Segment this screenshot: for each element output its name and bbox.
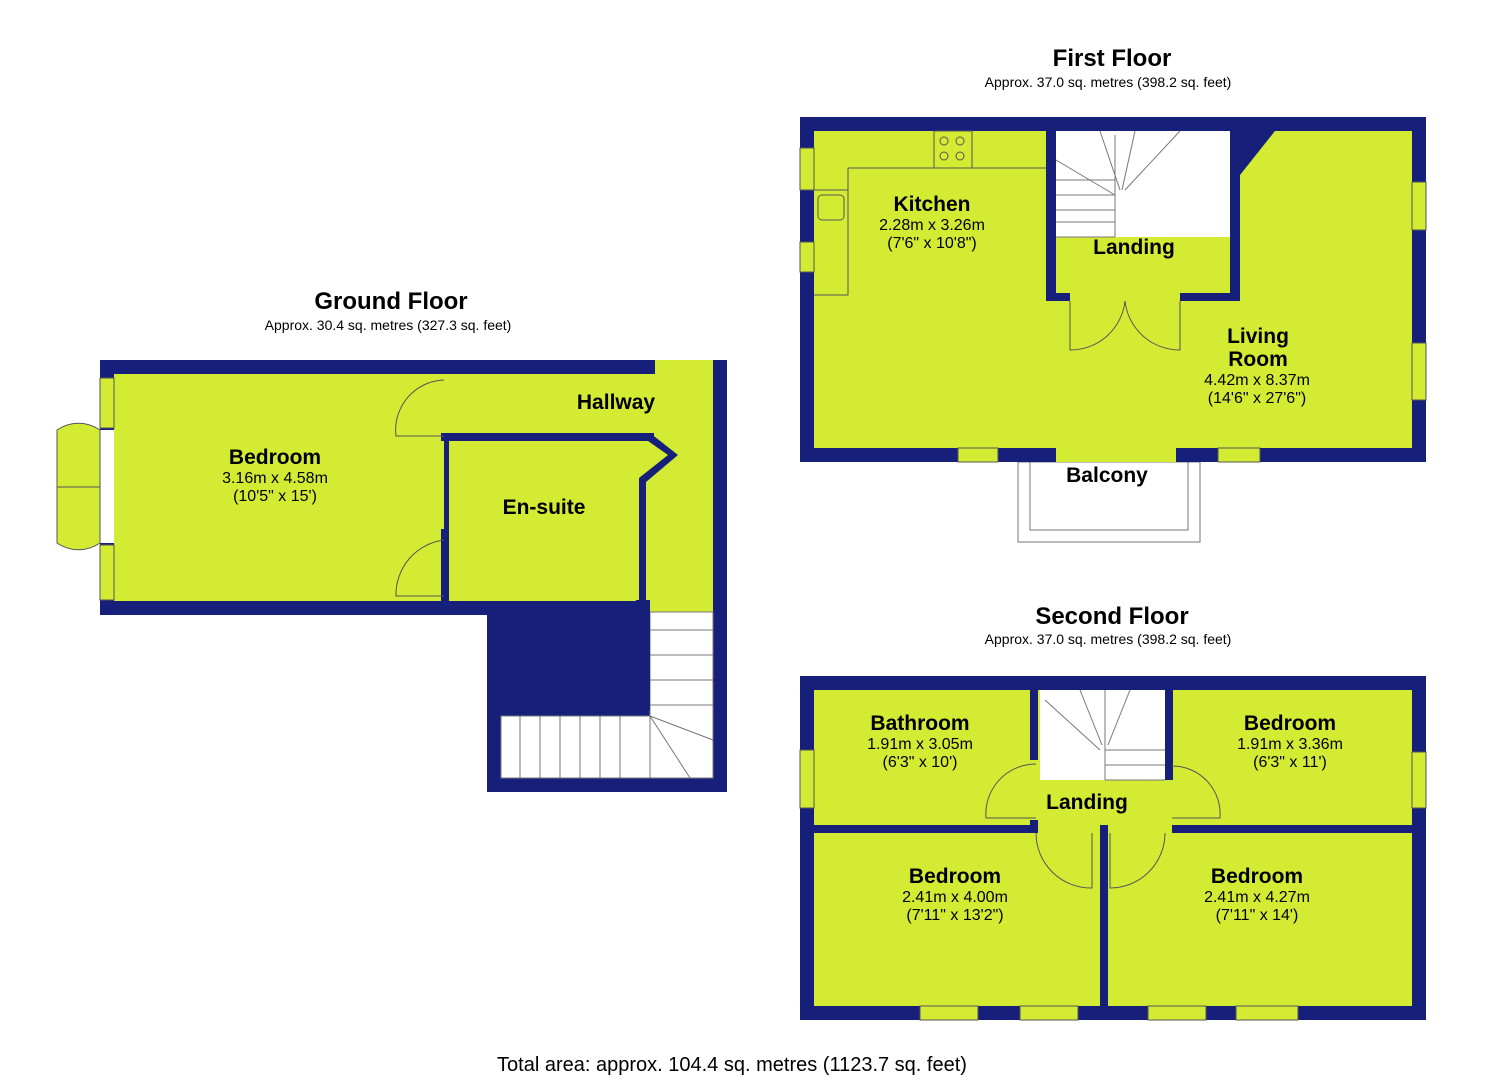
room-name: Landing — [1093, 236, 1175, 259]
room-name: Balcony — [1066, 464, 1148, 487]
room-metric: 2.41m x 4.27m — [1204, 889, 1310, 906]
room-imperial: (14'6" x 27'6") — [1208, 390, 1306, 407]
room-name: Living — [1227, 325, 1289, 348]
first-floor-title: First Floor — [1053, 45, 1172, 72]
first-floor-area: Approx. 37.0 sq. metres (398.2 sq. feet) — [985, 74, 1232, 90]
room-name: Bedroom — [229, 446, 321, 469]
room-metric: 2.41m x 4.00m — [902, 889, 1008, 906]
room-metric: 4.42m x 8.37m — [1204, 372, 1310, 389]
first-floor-plan — [799, 117, 1427, 543]
ground-floor-area: Approx. 30.4 sq. metres (327.3 sq. feet) — [265, 317, 512, 333]
room-imperial: (10'5" x 15') — [233, 488, 317, 505]
room-metric: 3.16m x 4.58m — [222, 470, 328, 487]
room-name: Bathroom — [870, 712, 969, 735]
room-metric: 1.91m x 3.05m — [867, 736, 973, 753]
second-floor-area: Approx. 37.0 sq. metres (398.2 sq. feet) — [985, 631, 1232, 647]
room-name: Bedroom — [909, 865, 1001, 888]
ground-floor-plan — [56, 360, 727, 792]
room-imperial: (6'3" x 10') — [883, 754, 958, 771]
room-imperial: (7'11" x 13'2") — [906, 907, 1003, 924]
room-name: En-suite — [503, 496, 586, 519]
room-name: Hallway — [577, 391, 656, 414]
room-name: Kitchen — [893, 193, 970, 216]
second-floor-plan — [799, 676, 1427, 1021]
room-metric: 2.28m x 3.26m — [879, 217, 985, 234]
room-imperial: (6'3" x 11') — [1253, 754, 1327, 771]
room-name: Bedroom — [1211, 865, 1303, 888]
total-area: Total area: approx. 104.4 sq. metres (11… — [497, 1054, 967, 1076]
room-name-line2: Room — [1228, 348, 1288, 371]
room-name: Landing — [1046, 791, 1128, 814]
second-floor-title: Second Floor — [1035, 603, 1188, 630]
ground-floor-title: Ground Floor — [314, 288, 467, 315]
room-metric: 1.91m x 3.36m — [1237, 736, 1343, 753]
room-imperial: (7'11" x 14') — [1216, 907, 1299, 924]
room-imperial: (7'6" x 10'8") — [887, 235, 977, 252]
room-name: Bedroom — [1244, 712, 1336, 735]
